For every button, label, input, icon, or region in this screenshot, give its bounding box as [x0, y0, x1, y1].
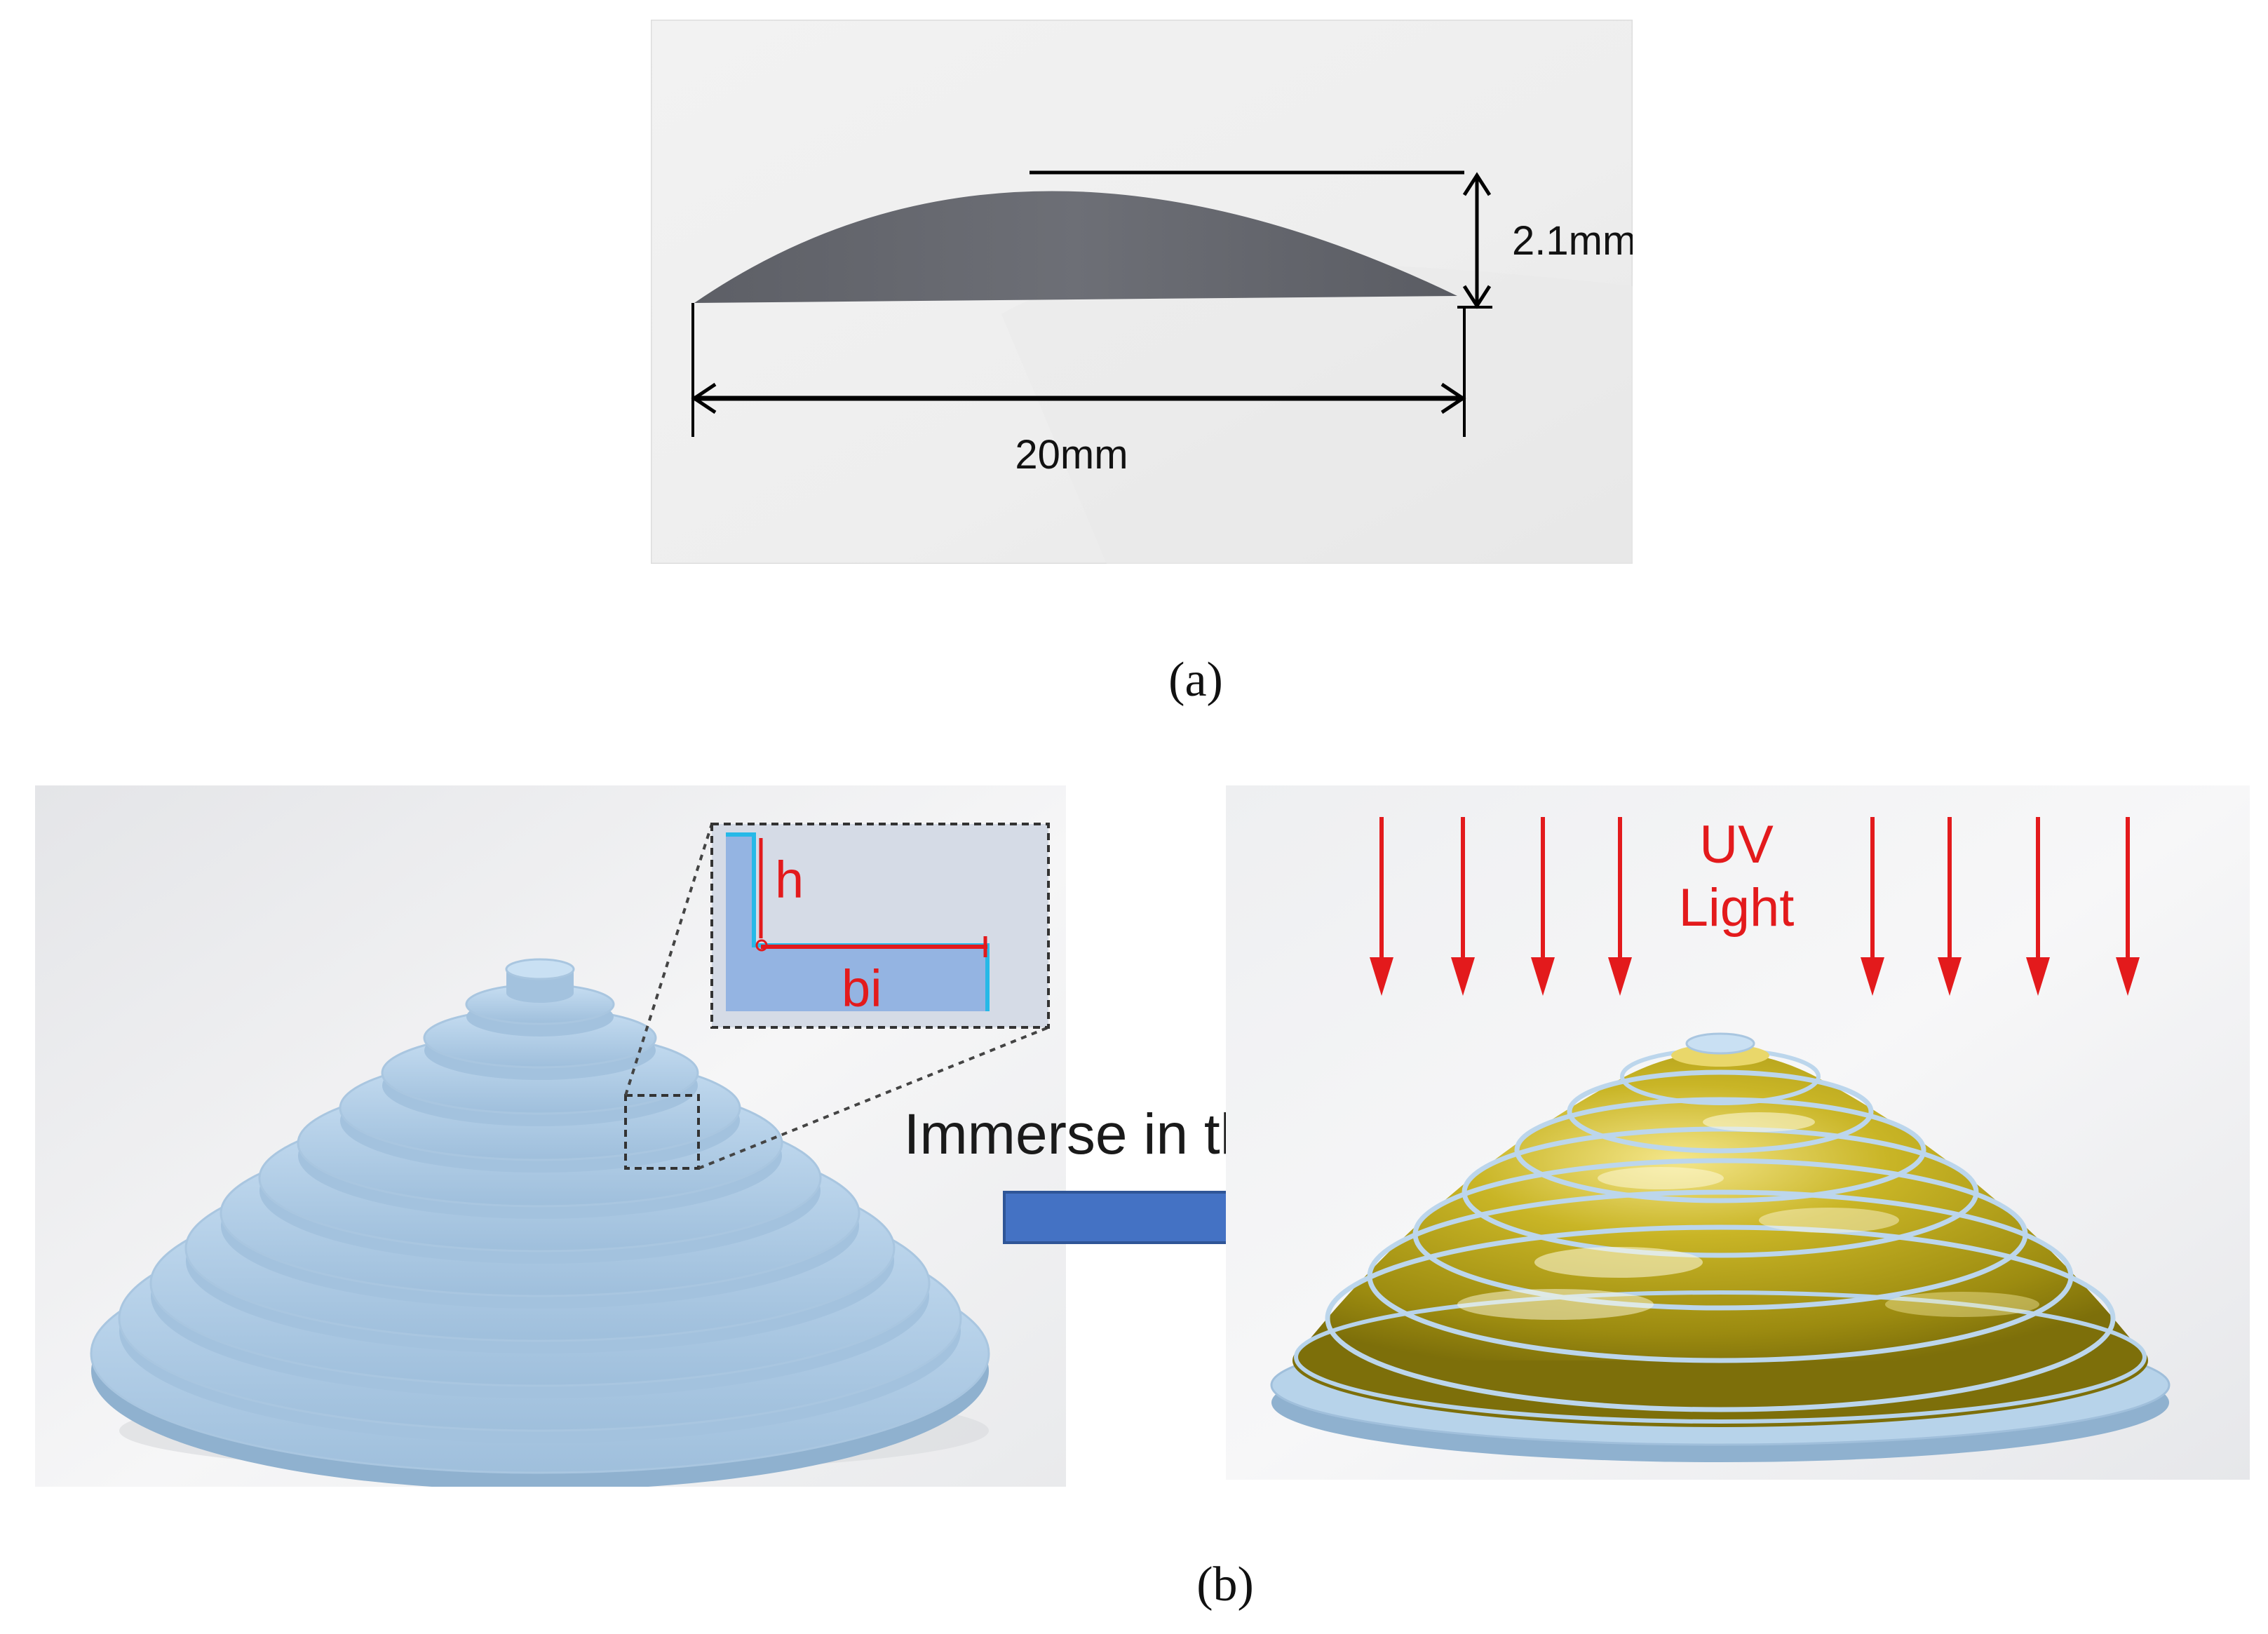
lens-profile-drawing: 2.1mm 20mm: [651, 20, 1633, 564]
width-dimension: [691, 303, 1466, 437]
uv-arrows: [1370, 817, 2140, 996]
height-label: 2.1mm: [1512, 218, 1633, 264]
zoom-region-box: [624, 1094, 700, 1170]
inset-width-label: bi: [842, 959, 882, 1018]
step-detail-inset: [710, 823, 1050, 1029]
caption-b: (b): [1196, 1558, 1254, 1612]
caption-a: (a): [1168, 653, 1223, 707]
cone-steps: [90, 958, 990, 1487]
coated-cone-drawing: UV Light: [1226, 785, 2250, 1480]
resin-coating: [1292, 1032, 2148, 1427]
panel-a-lens-profile: 2.1mm 20mm: [651, 20, 1633, 564]
lens-cap-shape: [694, 191, 1457, 303]
width-label: 20mm: [1015, 432, 1128, 478]
zoom-leader-line-right: [698, 1026, 1049, 1170]
uv-label-line1: UV: [1699, 815, 1774, 875]
panel-b-stepped-cone: h bi: [35, 785, 1066, 1487]
inset-height-label: h: [775, 851, 804, 909]
stepped-cone-drawing: h bi: [35, 785, 1066, 1487]
uv-label-line2: Light: [1679, 878, 1795, 938]
panel-b-coated-cone: UV Light: [1226, 785, 2250, 1480]
zoom-leader-line-left: [624, 823, 713, 1096]
